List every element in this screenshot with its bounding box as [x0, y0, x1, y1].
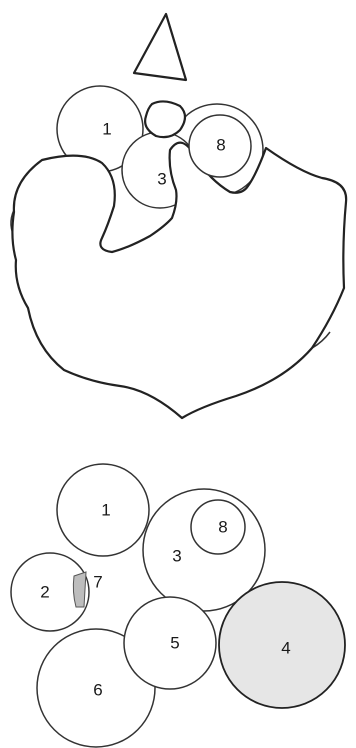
mark-7: [73, 572, 86, 607]
label-bottom-2: 2: [40, 583, 49, 602]
label-bottom-4: 4: [281, 639, 290, 658]
bottom-panel: 1 8 3 2 7 5 4 6: [11, 464, 345, 747]
label-bottom-8: 8: [218, 518, 227, 537]
label-bottom-1: 1: [101, 501, 110, 520]
knob: [145, 101, 185, 137]
label-bottom-3: 3: [172, 547, 181, 566]
label-top-3: 3: [157, 170, 166, 189]
label-top-1: 1: [102, 120, 111, 139]
label-bottom-5: 5: [170, 634, 179, 653]
label-bottom-6: 6: [93, 681, 102, 700]
main-body: [12, 143, 346, 418]
label-bottom-7: 7: [93, 573, 102, 592]
label-top-8: 8: [216, 136, 225, 155]
top-panel: 1 8 3: [11, 14, 346, 418]
top-wedge: [134, 14, 186, 80]
